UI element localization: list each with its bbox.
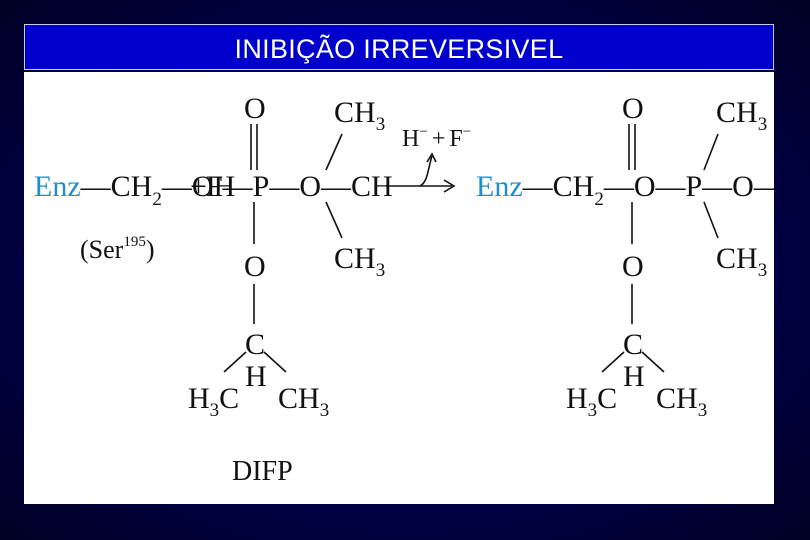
product-ch3-top: CH3 [716, 96, 767, 135]
plus-sign: + [190, 170, 207, 203]
difp-ch3-bot: CH3 [334, 242, 385, 281]
product-ch3-bot: CH3 [716, 242, 767, 281]
byproduct-label: H−+F− [402, 124, 471, 152]
difp-ch3: CH3 [278, 382, 329, 421]
difp-o-top: O [244, 92, 266, 125]
product-h3c: H3C [566, 382, 617, 421]
product-ch3: CH3 [656, 382, 707, 421]
difp-label: DIFP [232, 456, 293, 487]
product-o-top: O [622, 92, 644, 125]
difp-molecule: F—P—O—CH O O C H H3C CH3 CH3 [188, 92, 393, 487]
slide-title-bar: INIBIÇÃO IRREVERSIVEL [24, 24, 774, 70]
difp-ch3-top: CH3 [334, 96, 385, 135]
difp-h: H [245, 360, 267, 393]
product-c: C [623, 328, 643, 361]
product-h: H [623, 360, 645, 393]
product-molecule: Enz—CH2—O—P—O—CH O O C H H3C CH3 CH3 [476, 92, 774, 421]
difp-h3c: H3C [188, 382, 239, 421]
difp-o-mid: O [244, 250, 266, 283]
product-enz-label: Enz [476, 170, 523, 203]
ch-label: —CH [80, 170, 153, 203]
ch2-subscript: 2 [152, 189, 162, 210]
serine-label: (Ser195) [80, 234, 155, 264]
difp-c: C [245, 328, 265, 361]
enz-label: Enz [34, 170, 81, 203]
oh-label: —OH [161, 170, 235, 203]
product-o-mid: O [622, 250, 644, 283]
leaving-arrow [419, 155, 433, 187]
reaction-panel: Enz—CH2—OH (Ser195) + F—P—O—CH O O C H H… [24, 72, 774, 504]
svg-text:Enz—CH2—OH: Enz—CH2—OH [34, 170, 235, 210]
product-chain: —O—P—O—CH [603, 170, 774, 203]
svg-text:Enz—CH2—O—P—O—CH: Enz—CH2—O—P—O—CH [476, 170, 774, 210]
slide-title: INIBIÇÃO IRREVERSIVEL [234, 34, 564, 64]
difp-chain: F—P—O—CH [206, 170, 393, 203]
reactant-enzyme: Enz—CH2—OH (Ser195) + [34, 170, 235, 264]
reaction-arrow-group: H−+F− [386, 124, 471, 193]
reaction-diagram: Enz—CH2—OH (Ser195) + F—P—O—CH O O C H H… [34, 92, 774, 487]
